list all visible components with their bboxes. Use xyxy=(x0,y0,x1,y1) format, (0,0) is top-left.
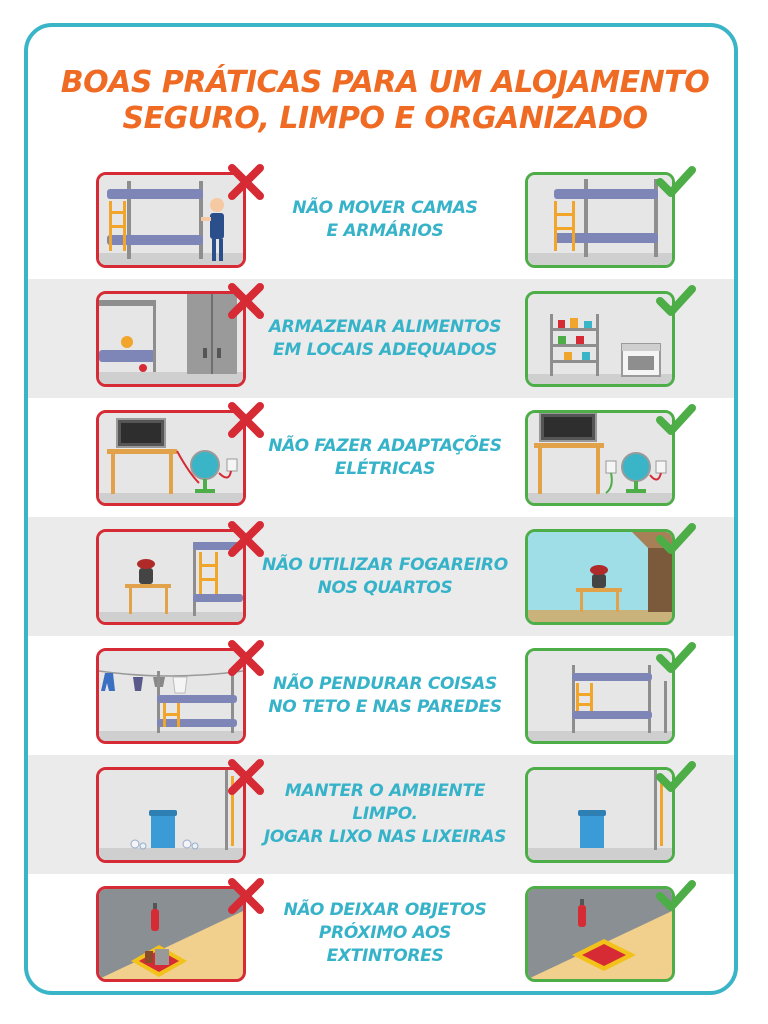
cross-icon xyxy=(224,519,268,559)
page-title: BOAS PRÁTICAS PARA UM ALOJAMENTO SEGURO,… xyxy=(28,65,734,137)
check-icon xyxy=(654,638,698,678)
overloaded-outlet-illustration xyxy=(99,413,243,503)
practice-caption: NÃO DEIXAR OBJETOS PRÓXIMO AOS EXTINTORE… xyxy=(260,874,510,991)
cross-icon xyxy=(224,876,268,916)
cross-icon xyxy=(224,400,268,440)
practice-row-6: MANTER O AMBIENTE LIMPO. JOGAR LIXO NAS … xyxy=(28,755,734,874)
bad-example-image xyxy=(96,410,246,506)
bad-example-image xyxy=(96,767,246,863)
food-near-bed-illustration xyxy=(99,294,243,384)
check-icon xyxy=(654,757,698,797)
practice-caption: ARMAZENAR ALIMENTOS EM LOCAIS ADEQUADOS xyxy=(260,279,510,398)
clean-walls-bunk-illustration xyxy=(528,651,672,741)
cross-icon xyxy=(224,281,268,321)
cross-icon xyxy=(224,638,268,678)
practice-row-1: NÃO MOVER CAMAS E ARMÁRIOS xyxy=(28,160,734,279)
caption-line-2: JOGAR LIXO NAS LIXEIRAS xyxy=(263,827,507,847)
caption-line-1: NÃO UTILIZAR FOGAREIRO xyxy=(262,554,508,575)
bad-example-image xyxy=(96,172,246,268)
practice-row-3: NÃO FAZER ADAPTAÇÕES ELÉTRICAS xyxy=(28,398,734,517)
practice-row-5: NÃO PENDURAR COISAS NO TETO E NAS PAREDE… xyxy=(28,636,734,755)
good-example-image xyxy=(525,648,675,744)
bad-example-image xyxy=(96,529,246,625)
caption-line-1: NÃO MOVER CAMAS xyxy=(292,197,478,218)
clothesline-indoors-illustration xyxy=(99,651,243,741)
blocked-extinguisher-illustration xyxy=(99,889,243,979)
caption-line-1: NÃO DEIXAR OBJETOS xyxy=(283,900,487,920)
bad-example-image xyxy=(96,886,246,982)
check-icon xyxy=(654,162,698,202)
caption-line-2: NOS QUARTOS xyxy=(317,577,453,598)
check-icon xyxy=(654,400,698,440)
practice-caption: NÃO UTILIZAR FOGAREIRO NOS QUARTOS xyxy=(260,517,510,636)
poster-frame: BOAS PRÁTICAS PARA UM ALOJAMENTO SEGURO,… xyxy=(24,23,738,995)
bad-example-image xyxy=(96,648,246,744)
practice-caption: NÃO FAZER ADAPTAÇÕES ELÉTRICAS xyxy=(260,398,510,517)
bunk-bed-fixed-illustration xyxy=(528,175,672,265)
good-example-image xyxy=(525,291,675,387)
good-example-image xyxy=(525,886,675,982)
caption-line-1: ARMAZENAR ALIMENTOS xyxy=(268,316,502,337)
clean-floor-trash-bin-illustration xyxy=(528,770,672,860)
caption-line-2: NO TETO E NAS PAREDES xyxy=(268,696,502,717)
title-line-2: SEGURO, LIMPO E ORGANIZADO xyxy=(122,101,648,136)
pantry-shelf-illustration xyxy=(528,294,672,384)
clear-extinguisher-illustration xyxy=(528,889,672,979)
check-icon xyxy=(654,519,698,559)
practice-row-2: ARMAZENAR ALIMENTOS EM LOCAIS ADEQUADOS xyxy=(28,279,734,398)
practice-caption: NÃO MOVER CAMAS E ARMÁRIOS xyxy=(260,160,510,279)
caption-line-2: E ARMÁRIOS xyxy=(326,220,444,241)
practice-caption: MANTER O AMBIENTE LIMPO. JOGAR LIXO NAS … xyxy=(260,755,510,874)
bunk-bed-moving-illustration xyxy=(99,175,243,265)
check-icon xyxy=(654,876,698,916)
stove-in-bedroom-illustration xyxy=(99,532,243,622)
stove-outdoors-illustration xyxy=(528,532,672,622)
good-example-image xyxy=(525,767,675,863)
litter-on-floor-illustration xyxy=(99,770,243,860)
caption-line-1: MANTER O AMBIENTE LIMPO. xyxy=(284,781,486,824)
good-example-image xyxy=(525,172,675,268)
good-example-image xyxy=(525,410,675,506)
caption-line-2: EM LOCAIS ADEQUADOS xyxy=(273,339,497,360)
cross-icon xyxy=(224,162,268,202)
title-line-1: BOAS PRÁTICAS PARA UM ALOJAMENTO xyxy=(60,65,710,100)
caption-line-1: NÃO FAZER ADAPTAÇÕES xyxy=(268,435,502,456)
good-example-image xyxy=(525,529,675,625)
practice-caption: NÃO PENDURAR COISAS NO TETO E NAS PAREDE… xyxy=(260,636,510,755)
caption-line-1: NÃO PENDURAR COISAS xyxy=(273,673,497,694)
caption-line-2: PRÓXIMO AOS EXTINTORES xyxy=(318,923,452,966)
proper-outlets-illustration xyxy=(528,413,672,503)
bad-example-image xyxy=(96,291,246,387)
practice-row-7: NÃO DEIXAR OBJETOS PRÓXIMO AOS EXTINTORE… xyxy=(28,874,734,991)
cross-icon xyxy=(224,757,268,797)
caption-line-2: ELÉTRICAS xyxy=(334,458,436,479)
check-icon xyxy=(654,281,698,321)
practice-row-4: NÃO UTILIZAR FOGAREIRO NOS QUARTOS xyxy=(28,517,734,636)
